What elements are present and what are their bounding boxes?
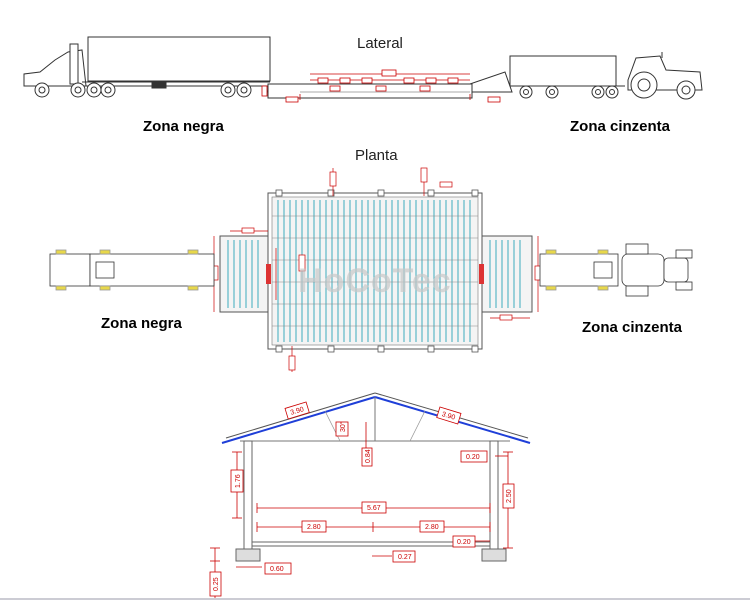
planta-left-zone: Zona negra: [101, 315, 182, 332]
dim-base-offset: 0.20: [457, 539, 471, 546]
planta-ramp-left: [219, 235, 271, 313]
planta-right-zone: Zona cinzenta: [582, 319, 683, 336]
planta-floor: [267, 189, 483, 353]
dim-roof-right: 3.90: [441, 411, 456, 422]
dim-roof-angle: 30°: [339, 421, 347, 432]
section-dimension-boxes: [209, 401, 515, 597]
lateral-platform: [261, 69, 513, 103]
dim-wall-right: 2.50: [506, 489, 513, 503]
lateral-left-zone: Zona negra: [143, 118, 224, 135]
dim-bay-right: 2.80: [425, 524, 439, 531]
dim-footing-width: 0.60: [270, 566, 284, 573]
section-structure: [235, 440, 507, 562]
dim-eave-offset: 0.20: [466, 454, 480, 461]
tractor-trailer-right: [509, 52, 703, 100]
tractor-plan-right: [539, 243, 693, 297]
dim-inner-span: 5.67: [367, 505, 381, 512]
dim-ridge-height: 0.84: [365, 449, 372, 463]
watermark: HoCoTec: [298, 262, 452, 300]
truck-plan-left: [49, 249, 215, 291]
dim-footing-depth: 0.25: [213, 577, 220, 591]
dim-roof-left: 3.90: [290, 406, 305, 417]
truck-left: [23, 36, 271, 98]
section-dimension-lines: [210, 422, 513, 598]
dim-column-width: 0.27: [398, 554, 412, 561]
lateral-title: Lateral: [357, 35, 403, 52]
section-dimension-texts: 3.90 3.90 30° 0.84 1.76 0.20 2.50 5.67 2…: [213, 406, 513, 591]
dim-bay-left: 2.80: [307, 524, 321, 531]
planta-ramp-right: [479, 235, 533, 313]
planta-title: Planta: [355, 147, 398, 164]
dim-wall-left: 1.76: [235, 474, 242, 488]
lateral-right-zone: Zona cinzenta: [570, 118, 671, 135]
section-roof: [221, 392, 531, 444]
